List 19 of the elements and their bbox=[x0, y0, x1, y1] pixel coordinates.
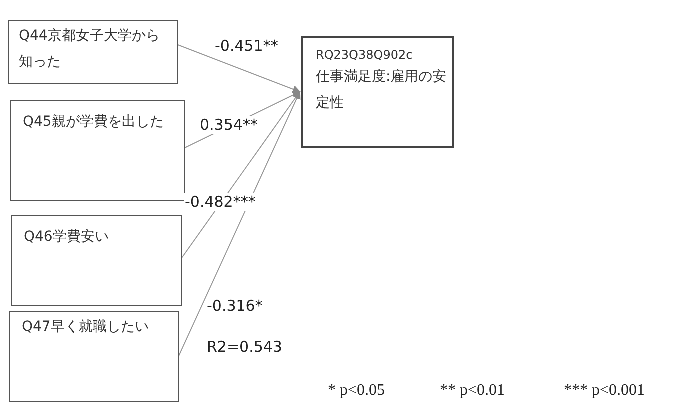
box-text: Q45親が学費を出した bbox=[23, 113, 165, 132]
predictor-box bbox=[11, 215, 182, 306]
box-text: RQ23Q38Q902c bbox=[316, 47, 414, 64]
outcome-box bbox=[301, 36, 454, 148]
predictor-box bbox=[10, 100, 185, 201]
edge-label: -0.482*** bbox=[184, 193, 257, 211]
predictor-box bbox=[9, 311, 179, 402]
significance-note: * p<0.05 bbox=[328, 382, 386, 400]
significance-note: *** p<0.001 bbox=[564, 382, 646, 400]
predictor-box bbox=[8, 20, 178, 84]
arrow bbox=[178, 91, 301, 356]
significance-note: ** p<0.01 bbox=[440, 382, 506, 400]
box-text: Q47早く就職したい bbox=[22, 318, 150, 337]
box-text: Q44京都女子大学から知った bbox=[19, 27, 161, 72]
arrow bbox=[182, 91, 301, 258]
edge-label: 0.354** bbox=[199, 116, 259, 134]
box-text: 仕事満足度:雇用の安定性 bbox=[316, 68, 448, 113]
arrow bbox=[178, 44, 301, 94]
box-text: Q46学費安い bbox=[24, 228, 110, 247]
